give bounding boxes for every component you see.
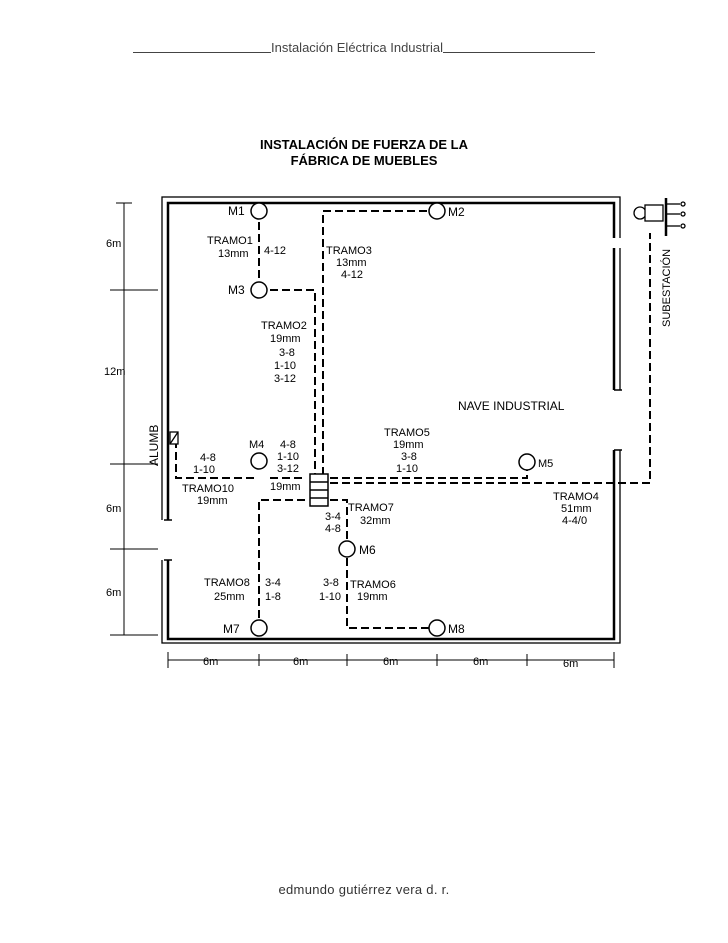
tramo6-name: TRAMO6 xyxy=(350,579,396,591)
tramo10-c2: 1-10 xyxy=(193,464,215,476)
alumb-label: ALUMB xyxy=(147,425,161,466)
tramo1-cond: 4-12 xyxy=(264,245,286,257)
dim-bottom-3: 6m xyxy=(383,656,398,668)
m1-label: M1 xyxy=(228,204,245,218)
tramo2-c2: 1-10 xyxy=(274,360,296,372)
tramo2-name: TRAMO2 xyxy=(261,320,307,332)
m4-cond-1: 4-8 xyxy=(280,439,296,451)
tramo5-c1: 3-8 xyxy=(401,451,417,463)
m7-label: M7 xyxy=(223,622,240,636)
tramo7-size: 32mm xyxy=(360,515,391,527)
tramo6-c1: 3-8 xyxy=(323,577,339,589)
tramo10-size: 19mm xyxy=(197,495,228,507)
tramo3-name: TRAMO3 xyxy=(326,245,372,257)
dim-left-1: 6m xyxy=(106,238,121,250)
tramo6-size: 19mm xyxy=(357,591,388,603)
conduit-runs xyxy=(176,211,650,628)
tramo2-size: 19mm xyxy=(270,333,301,345)
tramo7-c1: 3-4 xyxy=(325,511,341,523)
lighting-panel xyxy=(170,432,178,444)
tramo2-c1: 3-8 xyxy=(279,347,295,359)
m2-label: M2 xyxy=(448,205,465,219)
m8-label: M8 xyxy=(448,622,465,636)
dim-bottom-4: 6m xyxy=(473,656,488,668)
nave-label: NAVE INDUSTRIAL xyxy=(458,399,565,413)
m4-cond-2: 1-10 xyxy=(277,451,299,463)
substation-symbol xyxy=(634,198,685,236)
tramo4-name: TRAMO4 xyxy=(553,491,599,503)
motor-m7 xyxy=(251,620,267,636)
tramo3-cond: 4-12 xyxy=(341,269,363,281)
m4-size: 19mm xyxy=(270,481,301,493)
tramo8-name: TRAMO8 xyxy=(204,577,250,589)
motors xyxy=(251,203,535,636)
dim-bottom-5: 6m xyxy=(563,658,578,670)
m4-cond-3: 3-12 xyxy=(277,463,299,475)
tramo8-size: 25mm xyxy=(214,591,245,603)
distribution-panel xyxy=(310,474,328,506)
substation-label: SUBESTACIÓN xyxy=(660,249,673,327)
m5-label: M5 xyxy=(538,458,553,470)
tramo10-c1: 4-8 xyxy=(200,452,216,464)
motor-m2 xyxy=(429,203,445,219)
m6-label: M6 xyxy=(359,543,376,557)
tramo4-size: 51mm xyxy=(561,503,592,515)
tramo7-c2: 4-8 xyxy=(325,523,341,535)
tramo5-name: TRAMO5 xyxy=(384,427,430,439)
dim-left-3: 6m xyxy=(106,503,121,515)
m3-label: M3 xyxy=(228,283,245,297)
tramo5-run xyxy=(330,470,527,478)
tramo7-name: TRAMO7 xyxy=(348,502,394,514)
motor-m5 xyxy=(519,454,535,470)
dim-bottom-2: 6m xyxy=(293,656,308,668)
tramo4-cond: 4-4/0 xyxy=(562,515,587,527)
tramo1-size: 13mm xyxy=(218,248,249,260)
tramo6-c2: 1-10 xyxy=(319,591,341,603)
motor-m6 xyxy=(339,541,355,557)
tramo2-c3: 3-12 xyxy=(274,373,296,385)
tramo1-name: TRAMO1 xyxy=(207,235,253,247)
tramo8-c1: 3-4 xyxy=(265,577,281,589)
motor-m3 xyxy=(251,282,267,298)
dimension-lines-left xyxy=(110,203,158,635)
tramo10-name: TRAMO10 xyxy=(182,483,234,495)
dim-left-4: 6m xyxy=(106,587,121,599)
motor-m4 xyxy=(251,453,267,469)
dim-left-2: 12m xyxy=(104,366,125,378)
tramo4-run xyxy=(330,233,650,483)
motor-m1 xyxy=(251,203,267,219)
motor-m8 xyxy=(429,620,445,636)
dim-bottom-1: 6m xyxy=(203,656,218,668)
tramo5-c2: 1-10 xyxy=(396,463,418,475)
tramo8-c2: 1-8 xyxy=(265,591,281,603)
tramo5-size: 19mm xyxy=(393,439,424,451)
tramo3-size: 13mm xyxy=(336,257,367,269)
page-footer: edmundo gutiérrez vera d. r. xyxy=(0,882,728,897)
m4-label: M4 xyxy=(249,439,264,451)
